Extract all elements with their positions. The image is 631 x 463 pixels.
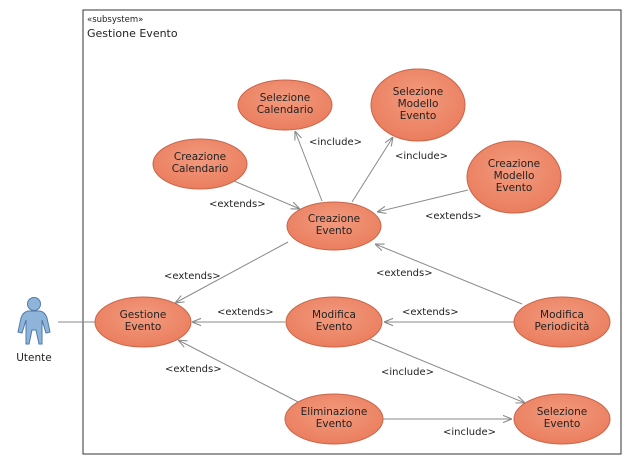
usecase-label-line: Evento: [125, 321, 162, 333]
usecase-label-line: Creazione: [308, 213, 360, 225]
extends-label-periodicita-creazione: <extends>: [376, 268, 433, 279]
usecase-label-line: Selezione: [260, 92, 310, 104]
usecase-label-line: Gestione: [120, 309, 167, 321]
usecase-label-line: Eliminazione: [301, 406, 368, 418]
include-selezione-modello-arrow[interactable]: [351, 137, 393, 203]
actor-label: Utente: [16, 352, 52, 364]
include-modifica-selezione-arrow[interactable]: [369, 338, 525, 403]
extends-periodicita-creazione-arrow[interactable]: [375, 244, 523, 305]
extends-label-creazione-modello: <extends>: [425, 211, 482, 222]
extends-label-modifica-gestione: <extends>: [217, 307, 274, 318]
extends-label-periodicita-modifica: <extends>: [402, 307, 459, 318]
extends-creazione-calendario-arrow[interactable]: [233, 180, 300, 209]
usecase-label-line: Modello: [398, 98, 439, 110]
include-label-eliminazione-selezione: <include>: [443, 427, 496, 438]
usecase-label-line: Evento: [544, 418, 581, 430]
system-name: Gestione Evento: [87, 27, 178, 40]
extends-label-creazione-calendario: <extends>: [209, 199, 266, 210]
usecase-label-line: Creazione: [488, 158, 540, 170]
usecase-label-line: Evento: [400, 110, 437, 122]
usecase-label-line: Evento: [316, 418, 353, 430]
actor-utente[interactable]: Utente: [16, 297, 52, 365]
include-label-modello: <include>: [395, 151, 448, 162]
usecase-label-line: Selezione: [537, 406, 587, 418]
usecase-label-line: Evento: [496, 182, 533, 194]
include-selezione-calendario-arrow[interactable]: [295, 131, 323, 202]
usecase-label-line: Periodicità: [535, 321, 590, 333]
include-label-modifica-selezione: <include>: [381, 367, 434, 378]
usecase-label-line: Modifica: [540, 309, 584, 321]
usecase-label-line: Evento: [316, 321, 353, 333]
system-stereotype: «subsystem»: [87, 15, 143, 25]
usecase-label-line: Creazione: [174, 151, 226, 163]
extends-label-eliminazione-gestione: <extends>: [165, 364, 222, 375]
include-label-calendario: <include>: [309, 137, 362, 148]
usecase-label-line: Selezione: [393, 86, 443, 98]
usecase-label-line: Modello: [494, 170, 535, 182]
actor-figure-icon: [17, 297, 51, 345]
extends-label-creazione-gestione: <extends>: [164, 271, 221, 282]
usecase-label-line: Calendario: [172, 163, 229, 175]
extends-creazione-gestione-arrow[interactable]: [175, 241, 289, 303]
usecase-label-line: Evento: [316, 225, 353, 237]
extends-eliminazione-gestione-arrow[interactable]: [178, 340, 303, 405]
usecase-label-line: Modifica: [312, 309, 356, 321]
usecase-label-line: Calendario: [257, 104, 314, 116]
extends-creazione-modello-arrow[interactable]: [377, 189, 469, 212]
